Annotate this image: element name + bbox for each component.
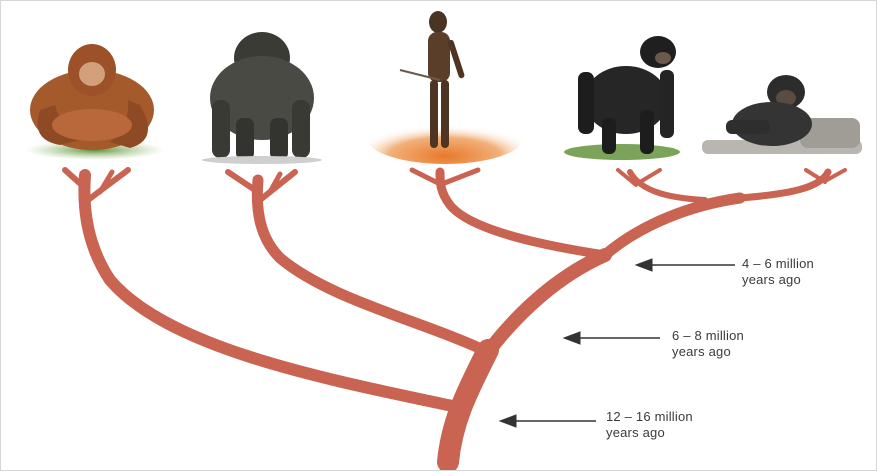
divergence-label-line2: years ago	[672, 344, 744, 360]
divergence-label-line2: years ago	[742, 272, 814, 288]
divergence-label-line1: 12 – 16 million	[606, 409, 693, 425]
bonobo-icon	[702, 75, 862, 154]
arrow-12-16-million	[500, 415, 596, 427]
divergence-label-4-6: 4 – 6 million years ago	[742, 256, 814, 288]
branch-orangutan	[84, 175, 462, 408]
divergence-label-line1: 6 – 8 million	[672, 328, 744, 344]
orangutan-icon	[25, 44, 165, 160]
divergence-label-12-16: 12 – 16 million years ago	[606, 409, 693, 441]
phylogenetic-tree	[65, 170, 845, 462]
gorilla-icon	[202, 32, 322, 164]
branch-human	[440, 172, 605, 255]
chimpanzee-icon	[564, 36, 680, 160]
divergence-label-6-8: 6 – 8 million years ago	[672, 328, 744, 360]
divergence-label-line2: years ago	[606, 425, 693, 441]
human-ancestor-icon	[367, 11, 523, 164]
arrow-6-8-million	[564, 332, 660, 344]
arrow-4-6-million	[636, 259, 735, 271]
branch-chimpanzee	[630, 172, 705, 200]
divergence-label-line1: 4 – 6 million	[742, 256, 814, 272]
branch-pan	[605, 198, 740, 255]
